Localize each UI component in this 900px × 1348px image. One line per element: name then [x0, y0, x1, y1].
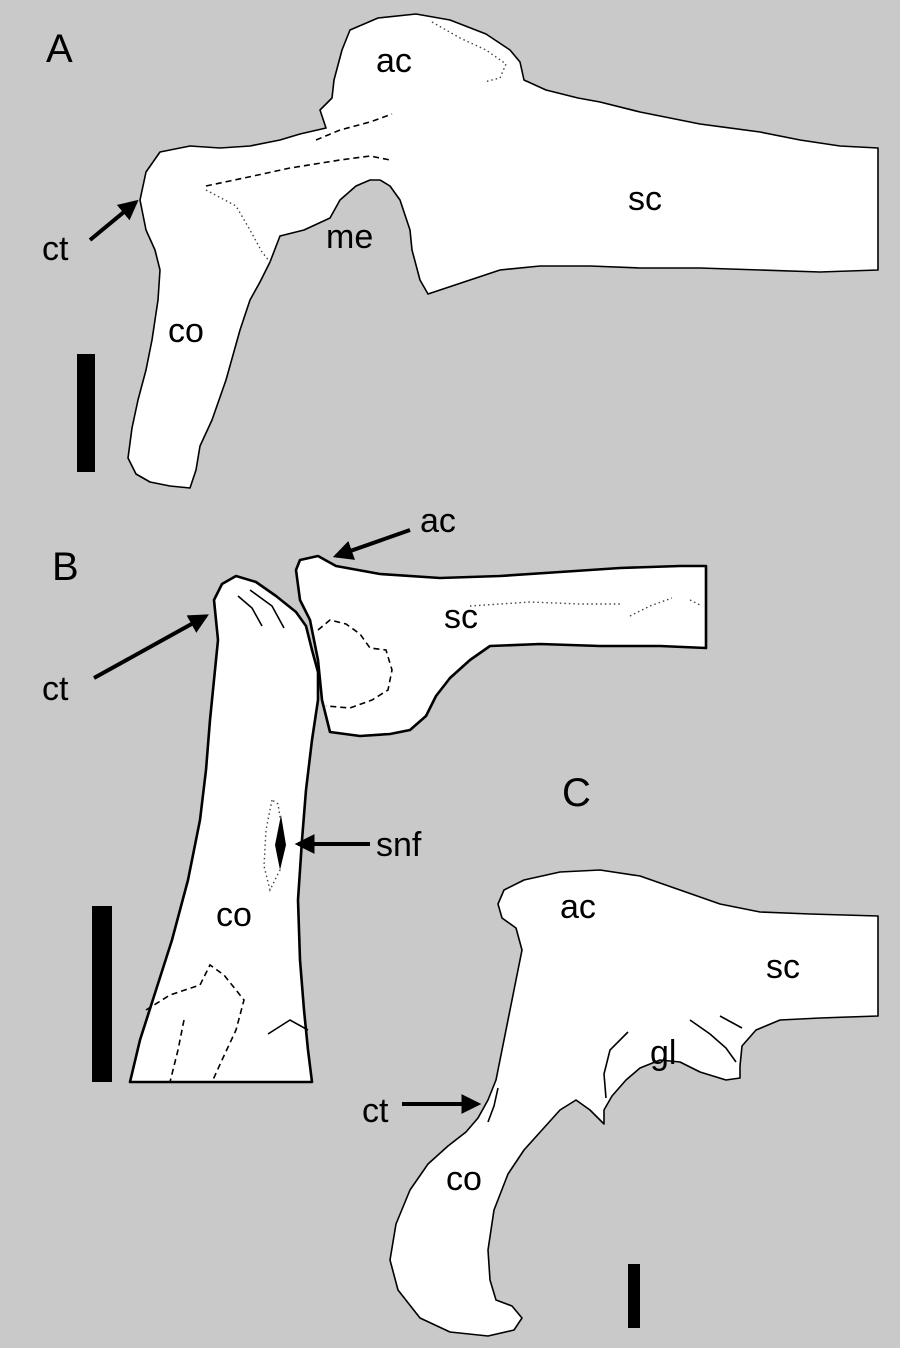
- panel-c-label-co: co: [446, 1160, 482, 1198]
- panel-b-ac-arrow: [336, 530, 410, 556]
- panel-b-scale-bar: [92, 906, 112, 1082]
- panel-b-coracoid-shape: [130, 576, 318, 1082]
- panel-b-ct-arrow: [94, 616, 206, 678]
- panel-a-scapula-shape: [128, 14, 878, 488]
- panel-b-scapula-shape: [296, 556, 706, 736]
- panel-a-label-sc: sc: [628, 180, 662, 218]
- panel-c-label-ct: ct: [362, 1092, 389, 1130]
- panel-a-label-me: me: [326, 218, 373, 256]
- panel-a-scale-bar: [77, 354, 95, 472]
- panel-a-label-ct: ct: [42, 230, 69, 268]
- panel-a-label-co: co: [168, 312, 204, 350]
- panel-b-label-sc: sc: [444, 598, 478, 636]
- panel-c-label-gl: gl: [650, 1034, 676, 1072]
- panel-b-label: B: [52, 545, 79, 589]
- panel-c-label-sc: sc: [766, 948, 800, 986]
- panel-c: C ac sc gl ct co: [362, 771, 878, 1336]
- panel-a-label-ac: ac: [376, 42, 412, 80]
- panel-b-label-snf: snf: [376, 826, 422, 864]
- panel-c-label: C: [562, 771, 591, 815]
- panel-a-ct-arrow: [90, 202, 136, 240]
- panel-b-label-co: co: [216, 896, 252, 934]
- panel-b-label-ac: ac: [420, 502, 456, 540]
- panel-c-label-ac: ac: [560, 888, 596, 926]
- panel-c-scale-bar: [628, 1264, 640, 1328]
- panel-b-label-ct: ct: [42, 670, 69, 708]
- panel-a: A ac sc me co ct: [42, 14, 878, 488]
- panel-a-label: A: [46, 27, 73, 71]
